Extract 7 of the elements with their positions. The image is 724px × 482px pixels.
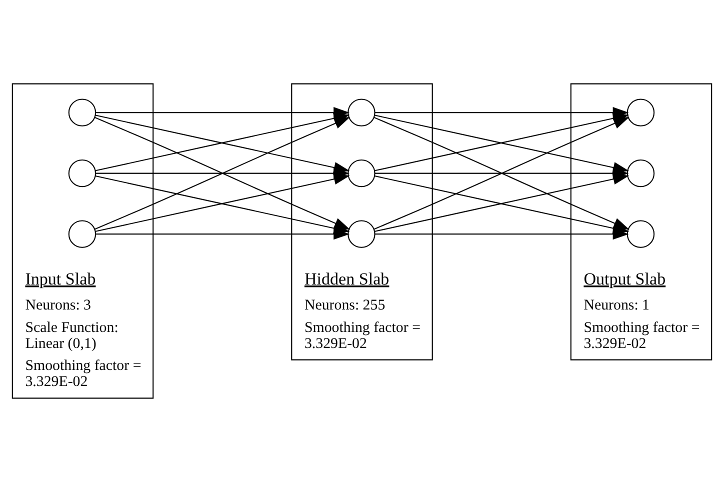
node-label: Smoothing factor = 3.329E-02 (304, 320, 421, 352)
node-label: Neurons: 1 (584, 297, 650, 314)
node-label: Smoothing factor = 3.329E-02 (584, 320, 700, 352)
node-label: Neurons: 3 (25, 297, 92, 314)
node-label: Scale Function: Linear (0,1) (25, 320, 118, 352)
node-label: Smoothing factor = 3.329E-02 (25, 358, 142, 390)
node-label: Neurons: 255 (304, 297, 386, 314)
